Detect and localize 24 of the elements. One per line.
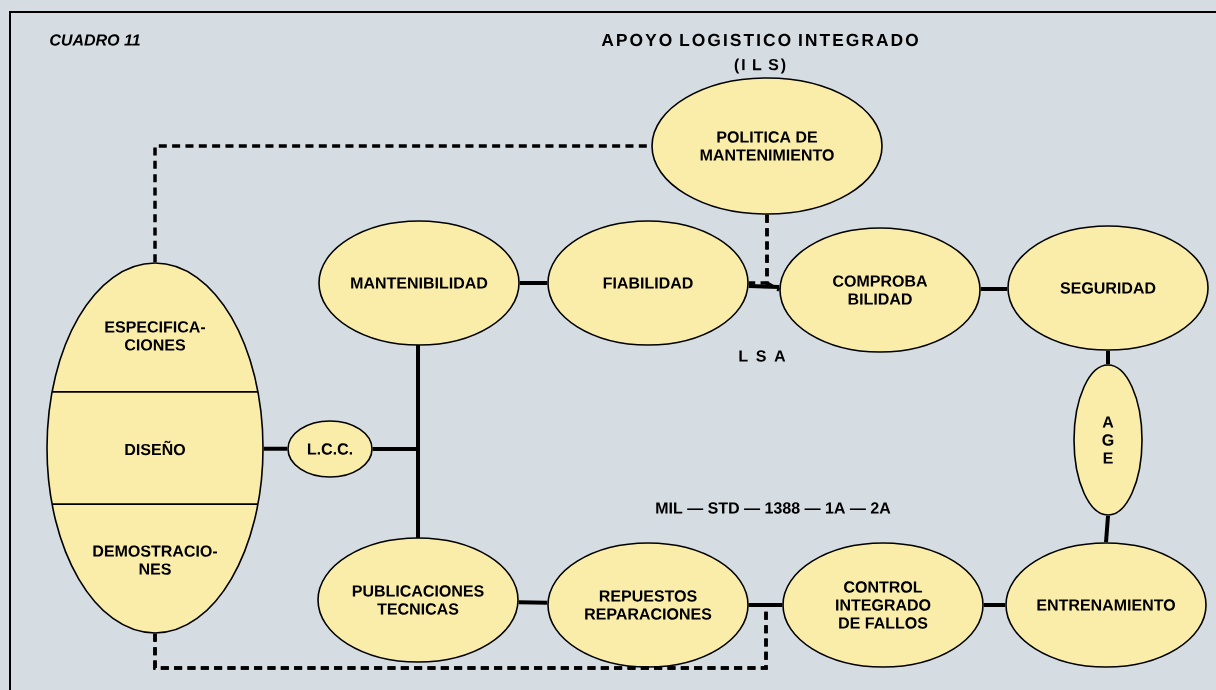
standard-reference: MIL — STD — 1388 — 1A — 2A xyxy=(656,502,891,514)
connector xyxy=(518,600,548,605)
figure-number: CUADRO 11 xyxy=(50,34,140,46)
ellipse-node: ENTRENAMIENTO xyxy=(1005,542,1207,668)
ellipse-node: MANTENIBILIDAD xyxy=(318,220,520,346)
title: APOYO LOGISTICO INTEGRADO xyxy=(601,33,918,47)
connector xyxy=(519,281,548,285)
ellipse-node: L.C.C. xyxy=(287,420,373,478)
ellipse-node: FIABILIDAD xyxy=(547,220,749,346)
ellipse-node: SEGURIDAD xyxy=(1007,225,1209,351)
connector xyxy=(1104,515,1110,543)
ellipse-node: CONTROL INTEGRADO DE FALLOS xyxy=(782,542,984,668)
connector xyxy=(983,603,1006,607)
ellipse-node: PUBLICACIONES TECNICAS xyxy=(317,537,519,663)
ellipse-node: A G E xyxy=(1073,364,1143,516)
connector xyxy=(1106,350,1110,365)
ellipse-node: POLITICA DE MANTENIMIENTO xyxy=(651,77,883,215)
connector xyxy=(263,446,288,451)
connector xyxy=(980,286,1008,292)
annotation: L S A xyxy=(739,350,786,362)
connector xyxy=(416,345,420,538)
ellipse-node: REPUESTOS REPARACIONES xyxy=(547,542,749,668)
dashed-connector xyxy=(765,214,781,292)
connector xyxy=(748,284,780,289)
